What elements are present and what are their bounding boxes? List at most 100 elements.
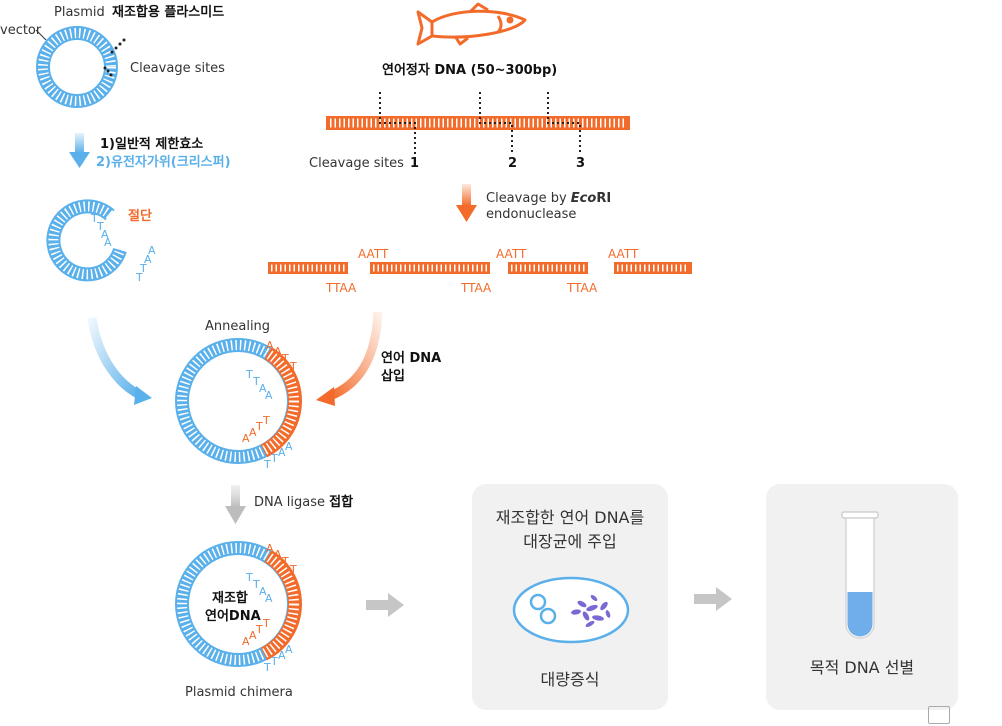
ecori-line-1: Cleavage by EcoRI: [486, 191, 611, 206]
blue-curve-arrow-head: [134, 386, 152, 405]
ecoli-title-line-2: 대장균에 주입: [523, 532, 617, 551]
ecoli-caption: 대량증식: [540, 670, 600, 689]
chimera-sticky-bases: A A T T T T A A A A T T T T A A: [242, 542, 297, 674]
insert-label-1: 연어 DNA: [381, 350, 441, 366]
plasmid-ring: [36, 26, 118, 108]
ecori-line-2: endonuclease: [486, 207, 576, 222]
svg-text:A: A: [285, 440, 293, 453]
svg-text:T: T: [252, 578, 260, 591]
sticky-top-2: AATT: [496, 247, 527, 261]
svg-text:A: A: [278, 649, 286, 662]
svg-text:A: A: [101, 228, 109, 241]
method-1-text: 1)일반적 제한효소: [100, 136, 203, 152]
cut-label: 절단: [128, 208, 152, 224]
svg-text:A: A: [259, 585, 267, 598]
salmon-dna-title: 연어정자 DNA (50~300bp): [382, 62, 557, 78]
svg-text:T: T: [245, 571, 253, 584]
svg-text:A: A: [249, 629, 257, 642]
vector-pointer-line: [35, 29, 47, 41]
svg-text:T: T: [281, 352, 289, 365]
annealing-sticky-bases: A A T T T T A A A A T T T T A A: [242, 339, 297, 471]
target-caption: 목적 DNA 선별: [809, 658, 915, 677]
svg-text:T: T: [245, 368, 253, 381]
svg-text:A: A: [144, 253, 152, 266]
down-arrow-shaft-2: [462, 184, 471, 206]
right-arrow-1: [366, 593, 404, 617]
ecoli-panel-title: 재조합한 연어 DNA를 대장균에 주입: [472, 506, 668, 554]
svg-text:A: A: [249, 426, 257, 439]
svg-text:A: A: [242, 635, 250, 648]
svg-text:A: A: [265, 389, 273, 402]
svg-text:T: T: [139, 262, 147, 275]
cleavage-site-2: 2: [508, 156, 517, 171]
method-2-text: 2)유전자가위(크리스퍼): [96, 154, 231, 170]
svg-text:T: T: [262, 414, 270, 427]
ecoli-panel: 재조합한 연어 DNA를 대장균에 주입 대량증식: [472, 484, 668, 710]
right-arrow-2: [694, 587, 732, 611]
ligase-label: DNA ligase 접합: [254, 494, 353, 510]
test-tube-icon: [841, 511, 879, 639]
target-panel: 목적 DNA 선별: [766, 484, 958, 710]
chimera-center-line-2: 연어DNA: [205, 608, 261, 624]
down-arrow-shaft-1: [75, 133, 84, 153]
svg-text:A: A: [266, 339, 274, 352]
salmon-fish-icon: [416, 2, 527, 46]
down-arrow-head-3: [225, 506, 246, 524]
plasmid-label-main: 재조합용 플라스미드: [112, 4, 224, 20]
svg-text:T: T: [270, 452, 278, 465]
svg-text:A: A: [266, 542, 274, 555]
salmon-cleavage-lines: [379, 92, 581, 154]
cut-plasmid-sticky-bases: T T A A A A T T: [90, 212, 156, 284]
fragment-3: [508, 262, 588, 274]
fragment-4: [614, 262, 692, 274]
svg-text:A: A: [104, 236, 112, 249]
chimera-center-line-1: 재조합: [212, 590, 248, 606]
insert-label-2: 삽입: [381, 368, 405, 384]
svg-text:A: A: [274, 548, 282, 561]
svg-text:T: T: [263, 661, 271, 674]
svg-text:T: T: [289, 563, 297, 576]
svg-text:A: A: [148, 244, 156, 257]
fragment-2: [370, 262, 490, 274]
plasmid-label-prefix: Plasmid: [54, 5, 105, 20]
sticky-bottom-2: TTAA: [460, 281, 492, 295]
annealing-plasmid-ring: [175, 338, 302, 464]
svg-text:T: T: [255, 420, 263, 433]
sticky-bottom-3: TTAA: [566, 281, 598, 295]
dna-fragments: [268, 262, 692, 274]
svg-text:T: T: [263, 458, 271, 471]
sticky-top-1: AATT: [358, 247, 389, 261]
orange-curve-arrow-shaft: [328, 311, 383, 401]
svg-text:A: A: [278, 446, 286, 459]
sticky-end-labels: AATT AATT AATT TTAA TTAA TTAA: [325, 247, 639, 295]
fragment-1: [268, 262, 348, 274]
svg-text:T: T: [289, 360, 297, 373]
svg-text:T: T: [262, 617, 270, 630]
svg-text:T: T: [135, 271, 143, 284]
down-arrow-head-2: [456, 205, 477, 222]
chimera-label: Plasmid chimera: [185, 685, 293, 700]
salmon-dna-strand: [326, 116, 630, 130]
ecoli-cell-icon: [512, 576, 630, 644]
svg-text:A: A: [265, 592, 273, 605]
sticky-top-3: AATT: [608, 247, 639, 261]
copy-icon[interactable]: [928, 706, 950, 724]
cleavage-site-3: 3: [576, 156, 585, 171]
svg-text:A: A: [285, 643, 293, 656]
vector-label: vector: [0, 23, 42, 38]
svg-text:A: A: [274, 345, 282, 358]
chimera-plasmid-ring: [175, 541, 302, 667]
cleavage-site-1: 1: [410, 156, 419, 171]
ecoli-title-line-1: 재조합한 연어 DNA를: [495, 508, 645, 527]
orange-curve-arrow-head: [316, 387, 335, 406]
svg-text:T: T: [252, 375, 260, 388]
plasmid-cleavage-label: Cleavage sites: [130, 61, 225, 76]
svg-text:A: A: [259, 382, 267, 395]
svg-text:T: T: [281, 555, 289, 568]
down-arrow-head-1: [69, 152, 90, 168]
plasmid-cleavage-marks: [103, 38, 126, 77]
sticky-bottom-1: TTAA: [325, 281, 357, 295]
down-arrow-shaft-3: [231, 485, 240, 507]
svg-text:T: T: [90, 212, 98, 225]
